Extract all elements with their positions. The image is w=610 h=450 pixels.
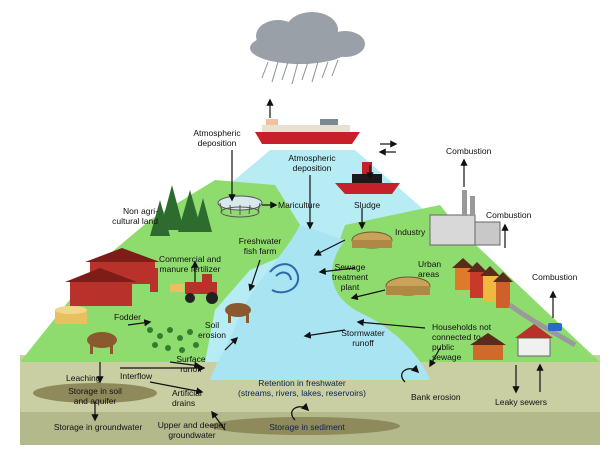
road — [508, 302, 577, 348]
tree-icons — [150, 185, 212, 236]
tank-icon — [55, 306, 87, 324]
label-stormwater-runoff: Stormwater runoff — [341, 328, 385, 348]
label-interflow: Interflow — [120, 371, 153, 381]
label-mariculture: Mariculture — [278, 200, 321, 210]
car-icon — [548, 323, 562, 331]
label-artificial-drains: Artificial drains — [172, 388, 202, 408]
crop-icons — [147, 327, 199, 353]
flow-arrows — [91, 98, 557, 431]
label-soil-erosion: Soil erosion — [198, 320, 226, 340]
storage-sediment-patch — [210, 417, 400, 435]
label-combustion-right: Combustion — [532, 272, 578, 282]
tractor-icon — [170, 274, 218, 304]
storage-soil-patch — [33, 383, 157, 403]
label-leaching: Leaching — [66, 373, 101, 383]
left-land — [20, 180, 300, 362]
label-non-agricultural-land: Non agri- cultural land — [112, 206, 158, 226]
label-combustion-top: Combustion — [446, 146, 492, 156]
river — [210, 225, 430, 380]
label-storage-groundwater: Storage in groundwater — [53, 422, 143, 432]
cow-icons — [87, 303, 251, 354]
label-freshwater-fish-farm: Freshwater fish farm — [238, 236, 282, 256]
label-surface-runoff: Surface runoff — [176, 354, 206, 374]
cloud-icon — [250, 12, 365, 85]
label-storage-soil-aquifer: Storage in soil and aquifer — [68, 386, 122, 406]
label-combustion-mid: Combustion — [486, 210, 532, 220]
label-households-not-connected: Households not connected to public sewag… — [432, 322, 492, 362]
label-atmospheric-deposition-center: Atmospheric deposition — [288, 153, 336, 173]
label-storage-sediment: Storage in sediment — [269, 422, 345, 432]
fish-farm-icon — [269, 263, 300, 294]
cargo-ship-icon — [255, 119, 360, 144]
household-icons — [470, 324, 553, 360]
factory-icon — [429, 190, 501, 246]
label-retention-freshwater: Retention in freshwater (streams, rivers… — [238, 378, 366, 398]
swirl-icons — [291, 364, 420, 421]
label-commercial-manure-fertilizer: Commercial and manure fertilizer — [159, 254, 221, 274]
label-bank-erosion: Bank erosion — [411, 392, 461, 402]
label-sludge: Sludge — [354, 200, 381, 210]
label-atmospheric-deposition-left: Atmospheric deposition — [193, 128, 241, 148]
treatment-tank-icons — [351, 231, 431, 296]
label-fodder: Fodder — [114, 312, 141, 322]
label-leaky-sewers: Leaky sewers — [495, 397, 547, 407]
label-upper-deeper-groundwater: Upper and deeper groundwater — [157, 420, 227, 440]
label-industry: Industry — [395, 227, 426, 237]
urban-houses-icon — [452, 258, 513, 308]
barn-icons — [65, 248, 160, 306]
label-sewage-treatment-plant: Sewage treatment plant — [332, 262, 368, 292]
label-urban-areas: Urban areas — [418, 259, 442, 279]
